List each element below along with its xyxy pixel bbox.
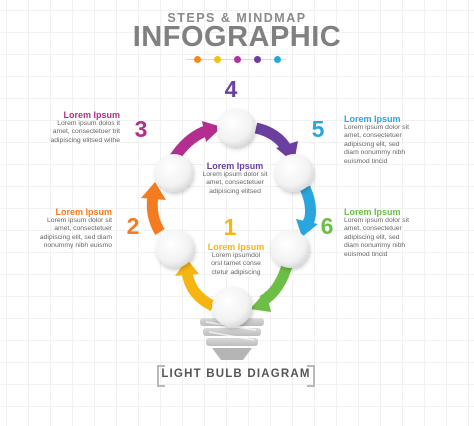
step-number-5: 5	[311, 116, 325, 142]
step-5-block: Lorem Ipsum Lorem ipsum dolor sit amet, …	[344, 114, 440, 166]
step-2-title: Lorem Ipsum	[55, 207, 112, 217]
step-1-title: Lorem Ipsum	[207, 242, 265, 252]
step-2-line-4: nonummy nibh euismo	[43, 242, 112, 250]
dot-magenta	[234, 56, 241, 63]
footer-bracket-left	[157, 365, 165, 387]
dot-blue	[274, 56, 281, 63]
step-3-title: Lorem Ipsum	[63, 110, 120, 120]
page-title: INFOGRAPHIC	[132, 21, 342, 53]
step-1-line-1: Lorem ipsumdol	[211, 252, 261, 259]
step-2-line-1: Lorem ipsum dolor sit	[47, 217, 112, 224]
step-4-line-1: Lorem ipsum dolor sit	[202, 171, 268, 178]
footer-bracket-right	[307, 365, 315, 387]
step-6-line-2: amet, consectetuer	[344, 225, 402, 233]
step-6-title: Lorem Ipsum	[344, 207, 401, 217]
arrow-step-2	[141, 182, 166, 235]
step-6-line-3: adipiscing elit, sed	[344, 233, 400, 241]
node-ball-5	[275, 154, 313, 192]
step-6-line-1: Lorem ipsum dolor sit	[344, 217, 409, 224]
step-1-line-2: orsl tamet conse	[211, 260, 261, 268]
dot-orange	[194, 56, 201, 63]
step-5-line-4: diam nonummy nibh	[344, 149, 406, 157]
dot-yellow	[214, 56, 221, 63]
step-number-3: 3	[134, 116, 148, 142]
step-4-title: Lorem Ipsum	[206, 161, 264, 171]
step-number-6: 6	[320, 213, 334, 239]
footer-label: LIGHT BULB DIAGRAM	[161, 368, 311, 380]
step-1-line-3: ctetur adipiscing	[211, 268, 261, 276]
step-1-block: Lorem Ipsum Lorem ipsumdol orsl tamet co…	[195, 242, 277, 277]
color-dots	[186, 56, 286, 64]
step-number-4: 4	[224, 76, 238, 102]
step-6-line-4: diam nonummy nibh	[344, 242, 406, 250]
step-4-line-3: adipiscing elitsed	[209, 187, 261, 195]
step-3-line-1: Lorem ipsum dolos it	[57, 120, 120, 127]
step-6-line-5: euismod tincid	[344, 250, 388, 258]
step-3-line-2: amet, consectetuer trit	[52, 128, 120, 136]
node-ball-2	[156, 230, 194, 268]
node-ball-4	[217, 109, 255, 147]
step-number-2: 2	[126, 213, 140, 239]
diagram-footer: LIGHT BULB DIAGRAM	[157, 360, 315, 387]
step-5-line-1: Lorem ipsum dolor sit	[344, 124, 409, 131]
step-3-block: Lorem Ipsum Lorem ipsum dolos it amet, c…	[28, 110, 120, 145]
step-3-line-3: adipiscing elitsed withe	[50, 136, 120, 144]
dot-purple	[254, 56, 261, 63]
step-4-block: Lorem Ipsum Lorem ipsum dolor sit amet, …	[190, 161, 280, 196]
step-5-line-2: amet, consectetuer	[344, 132, 402, 140]
step-number-1: 1	[223, 214, 237, 240]
step-5-title: Lorem Ipsum	[344, 114, 401, 124]
node-ball-bottom	[212, 287, 252, 327]
node-ball-6	[271, 230, 309, 268]
arrow-step-1	[175, 259, 216, 311]
step-5-line-3: adipiscing elit, sed	[344, 140, 400, 148]
step-2-line-2: amet, consectetuer	[54, 225, 112, 233]
node-ball-3	[155, 154, 193, 192]
step-5-line-5: euismod tincid	[344, 157, 388, 165]
step-6-block: Lorem Ipsum Lorem ipsum dolor sit amet, …	[344, 207, 440, 259]
arrow-step-5	[296, 185, 318, 237]
subtitle: STEPS & MINDMAP	[167, 11, 307, 25]
step-2-block: Lorem Ipsum Lorem ipsum dolor sit amet, …	[22, 207, 112, 251]
step-2-line-3: adipiscing elit, sed diam	[39, 233, 112, 241]
step-4-line-2: amet, consectetuer	[206, 179, 264, 187]
